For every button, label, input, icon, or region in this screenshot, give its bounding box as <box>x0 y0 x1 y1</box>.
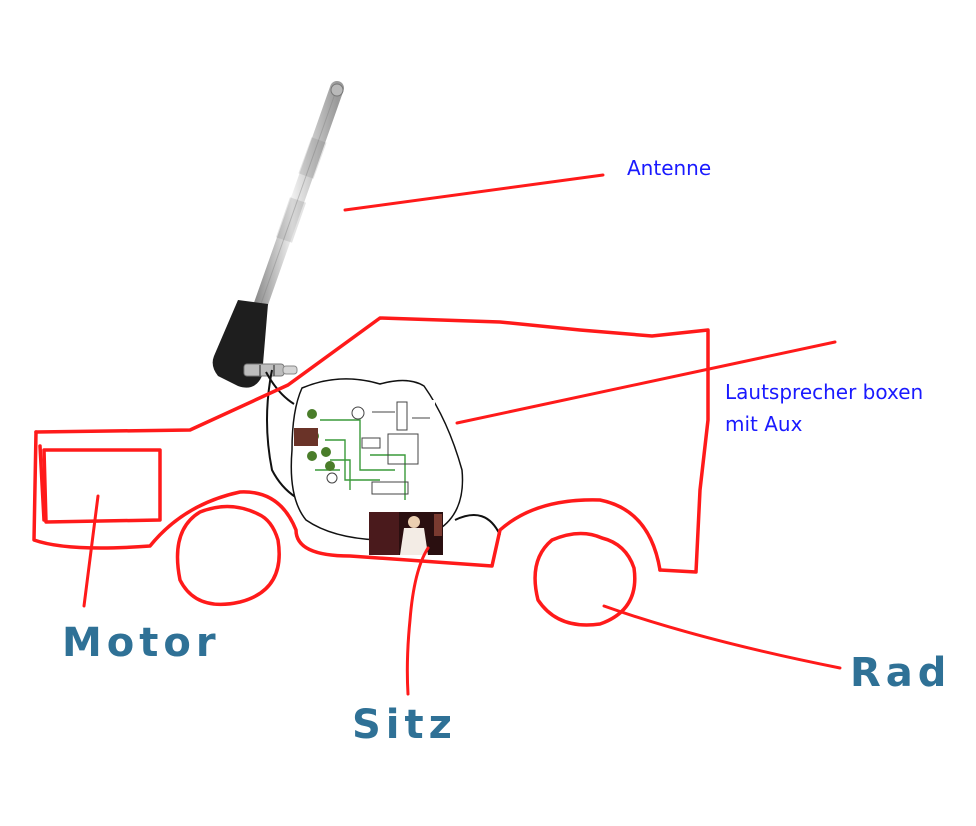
antenne-pointer <box>343 173 605 212</box>
lautsprecher-label-line1: Lautsprecher boxen <box>725 380 924 404</box>
lautsprecher-pointer <box>455 340 837 425</box>
lautsprecher-label: Lautsprecher boxen mit Aux <box>725 376 923 440</box>
lautsprecher-label-line2: mit Aux <box>725 412 803 436</box>
rad-pointer <box>602 604 842 670</box>
sitz-pointer <box>405 546 430 696</box>
speaker-circuit-icon <box>294 400 435 510</box>
motor-label: Motor <box>62 620 221 666</box>
antenna-icon <box>212 81 344 388</box>
sitz-label: Sitz <box>352 702 457 748</box>
antenne-label: Antenne <box>627 156 712 180</box>
rad-label: Rad <box>850 650 952 696</box>
seat-photo-image <box>369 512 443 555</box>
pointer-lines <box>82 173 842 696</box>
car-sketch <box>32 316 710 627</box>
motor-pointer <box>82 494 100 608</box>
